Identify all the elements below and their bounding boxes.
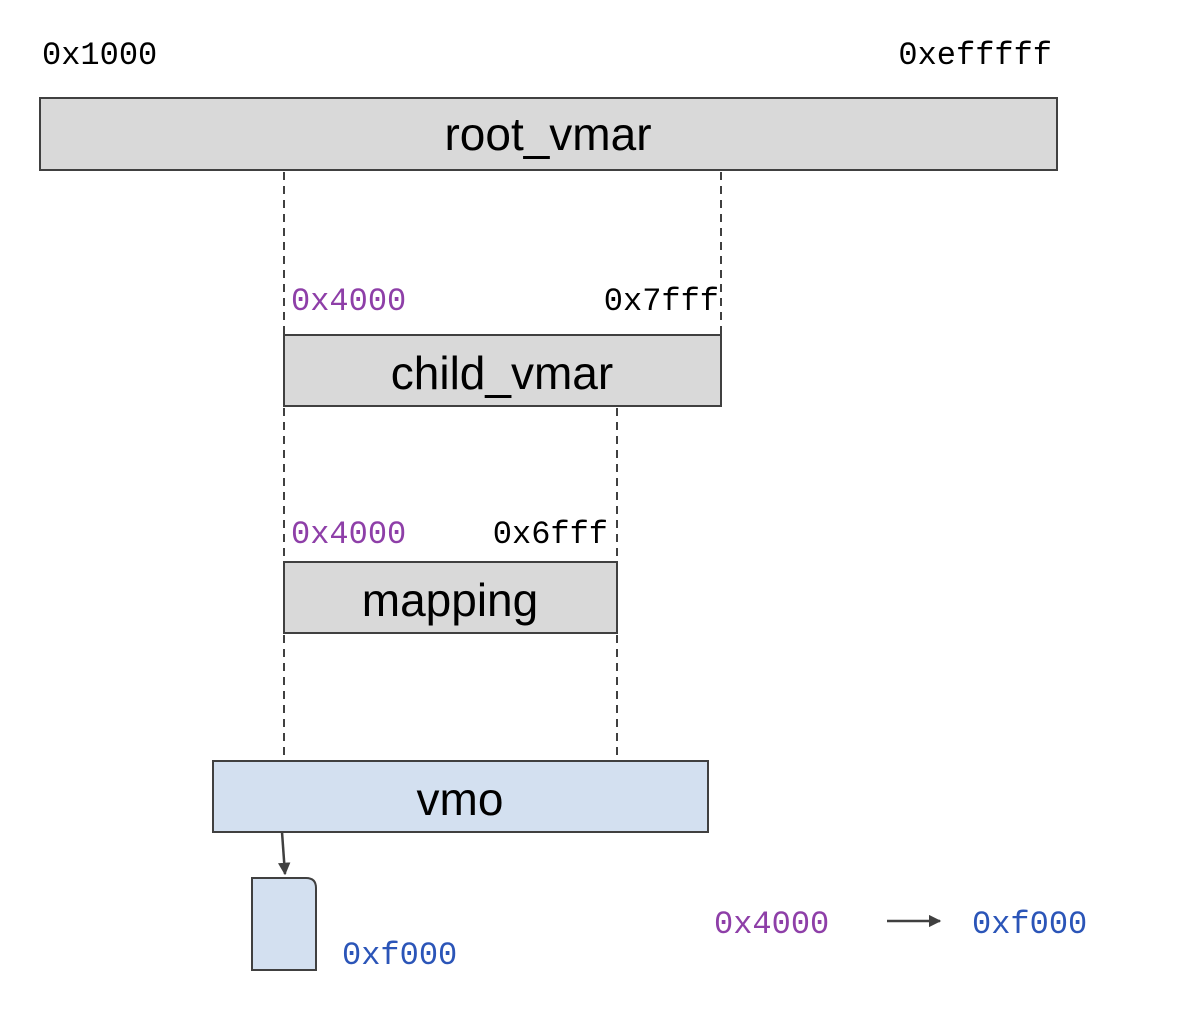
mapping-end-address: 0x6fff <box>493 516 608 553</box>
root-vmar-end-address: 0xefffff <box>898 37 1052 74</box>
translation-from-address: 0x4000 <box>714 906 829 943</box>
vmo-to-page-arrow <box>277 831 291 876</box>
child-vmar-box <box>283 334 722 407</box>
root-vmar-start-address: 0x1000 <box>42 37 157 74</box>
translation-to-address: 0xf000 <box>972 906 1087 943</box>
mapping-box <box>283 561 618 634</box>
vmo-page-icon <box>251 877 317 971</box>
mapping-label: mapping <box>362 574 538 626</box>
root-vmar-label: root_vmar <box>444 108 651 160</box>
vmo-box <box>212 760 709 833</box>
child-vmar-start-address: 0x4000 <box>291 283 406 320</box>
child-vmar-label: child_vmar <box>391 347 613 399</box>
root-vmar-box <box>39 97 1058 171</box>
mapping-start-address: 0x4000 <box>291 516 406 553</box>
vmo-label: vmo <box>417 773 504 825</box>
child-vmar-end-address: 0x7fff <box>604 283 719 320</box>
vmo-page-address: 0xf000 <box>342 937 457 974</box>
